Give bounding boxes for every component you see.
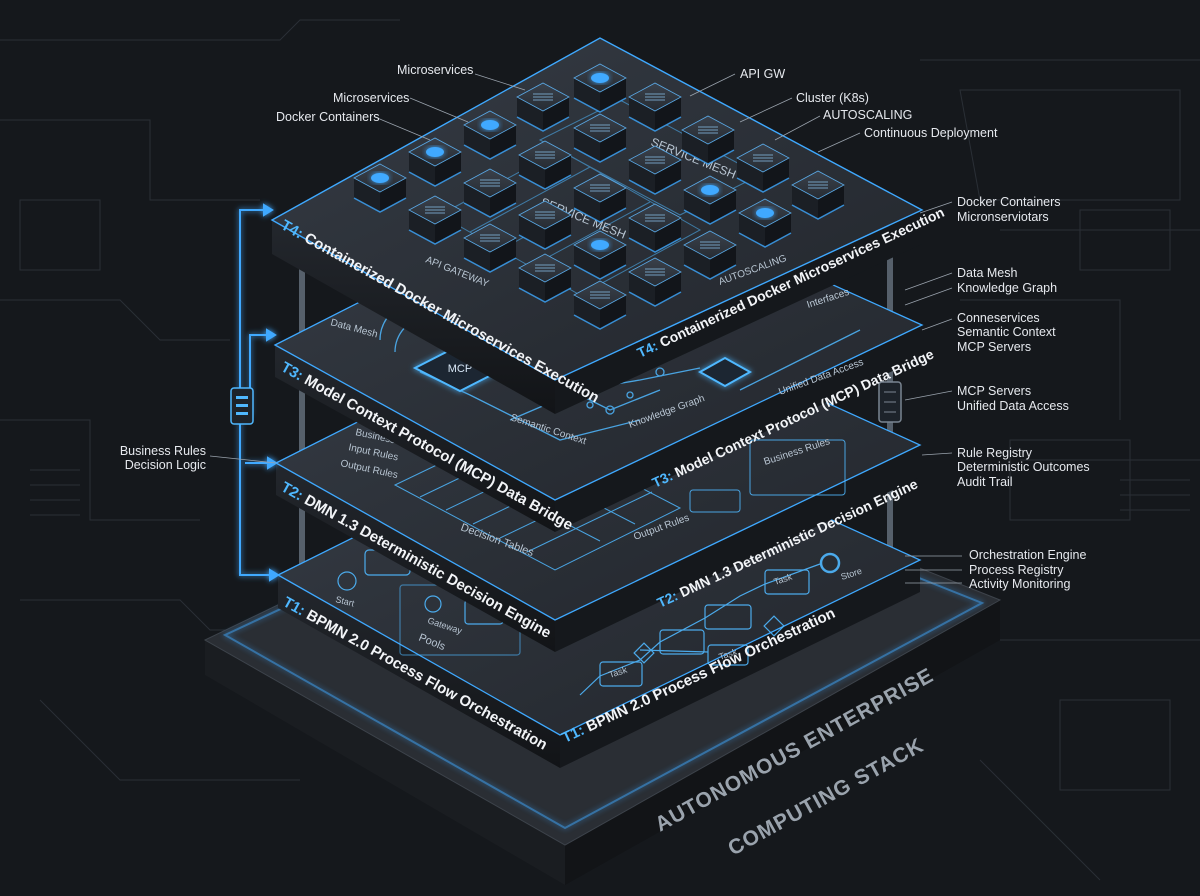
t1-side-right: [560, 560, 920, 768]
container-cube: [463, 168, 517, 218]
container-cube: [516, 82, 570, 132]
callout-t4-micro: Micronserviotars: [957, 210, 1049, 224]
container-cube: [518, 200, 572, 250]
container-cube: [573, 280, 627, 330]
callout-t4-docker: Docker Containers: [957, 195, 1061, 209]
container-cubes: [353, 63, 845, 330]
container-cube: [628, 257, 682, 307]
plinth-side-right: [565, 600, 1000, 885]
t4-side-right: [555, 210, 922, 414]
container-cube: [573, 173, 627, 223]
background-circuitry: [0, 19, 1200, 881]
callout-knowledge-graph: Knowledge Graph: [957, 281, 1057, 295]
container-glow-icon: [426, 147, 444, 157]
container-cube: [628, 82, 682, 132]
callout-mcp-servers-1: MCP Servers: [957, 340, 1031, 354]
container-cube: [683, 175, 737, 225]
callout-docker-containers: Docker Containers: [276, 110, 380, 124]
container-cube: [353, 163, 407, 213]
callout-rule-registry: Rule Registry: [957, 446, 1033, 460]
t3-side-right: [555, 325, 922, 532]
container-glow-icon: [371, 173, 389, 183]
container-cube: [736, 143, 790, 193]
container-cube: [628, 203, 682, 253]
t1-side-left: [278, 575, 560, 768]
container-cube: [573, 63, 627, 113]
container-cube: [408, 137, 462, 187]
callout-orchestration-engine: Orchestration Engine: [969, 548, 1086, 562]
callout-activity-monitoring: Activity Monitoring: [969, 577, 1070, 591]
t2-side-left: [276, 463, 555, 652]
callout-semantic-context: Semantic Context: [957, 325, 1056, 339]
callout-mcp-servers-2: MCP Servers: [957, 384, 1031, 398]
callout-business-rules: Business Rules: [120, 444, 206, 458]
callouts: [209, 73, 962, 584]
mcp-chip-label: MCP: [448, 363, 472, 375]
t4-side-left: [272, 220, 555, 414]
t3-side-left: [275, 345, 555, 532]
left-server-icon: [230, 387, 254, 425]
right-server-icon: [878, 381, 902, 423]
callout-microservices-2: Microservices: [333, 91, 409, 105]
callout-autoscaling: AUTOSCALING: [823, 108, 912, 122]
container-cube: [573, 113, 627, 163]
callout-cluster: Cluster (K8s): [796, 91, 869, 105]
container-cube: [791, 170, 845, 220]
container-cube: [518, 140, 572, 190]
container-glow-icon: [591, 73, 609, 83]
container-cube: [518, 253, 572, 303]
callout-deterministic-outcomes: Deterministic Outcomes: [957, 460, 1090, 474]
container-glow-icon: [481, 120, 499, 130]
t2-side-right: [555, 445, 920, 652]
container-glow-icon: [756, 208, 774, 218]
container-cube: [408, 195, 462, 245]
callout-api-gw: API GW: [740, 67, 785, 81]
container-cube: [681, 115, 735, 165]
callout-labels: Microservices Microservices Docker Conta…: [120, 63, 1090, 591]
callout-continuous-deployment: Continuous Deployment: [864, 126, 998, 140]
container-glow-icon: [701, 185, 719, 195]
container-cube: [463, 110, 517, 160]
container-cube: [738, 198, 792, 248]
callout-decision-logic: Decision Logic: [125, 458, 206, 472]
container-cube: [463, 223, 517, 273]
callout-audit-trail: Audit Trail: [957, 475, 1013, 489]
callout-process-registry: Process Registry: [969, 563, 1064, 577]
callout-data-mesh: Data Mesh: [957, 266, 1017, 280]
container-cube: [628, 145, 682, 195]
t1-label-start: Start: [335, 594, 356, 608]
container-glow-icon: [591, 240, 609, 250]
callout-unified-data-access: Unified Data Access: [957, 399, 1069, 413]
callout-conneservices: Conneservices: [957, 311, 1040, 325]
plinth-side-left: [205, 640, 565, 885]
t3-hub-chip: [697, 356, 753, 388]
container-cube: [573, 230, 627, 280]
callout-microservices-1: Microservices: [397, 63, 473, 77]
container-cube: [683, 230, 737, 280]
